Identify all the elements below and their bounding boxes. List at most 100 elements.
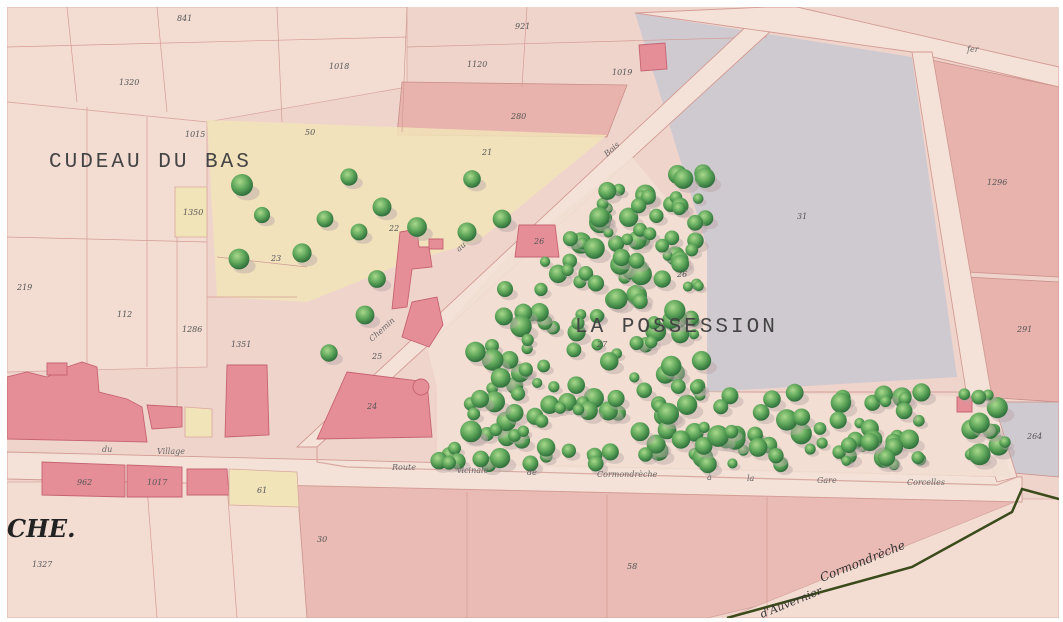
street-la: la: [747, 474, 755, 483]
tree-icon: [578, 401, 598, 421]
street-village: Village: [157, 447, 185, 456]
tree-icon: [532, 377, 543, 389]
tree-icon: [518, 362, 533, 377]
tree-icon: [693, 280, 704, 292]
tree-icon: [530, 302, 549, 322]
parcel-number: 25: [371, 352, 382, 361]
building-row-1[interactable]: [186, 468, 230, 496]
parcel-number: 1320: [119, 78, 139, 87]
tree-icon: [776, 409, 798, 431]
tree-icon: [442, 455, 457, 470]
building-village-3[interactable]: [146, 404, 183, 430]
tree-icon: [958, 388, 971, 401]
tree-icon: [587, 455, 604, 472]
tree-icon: [471, 389, 490, 408]
tree-icon: [763, 390, 781, 408]
tree-icon: [682, 281, 693, 292]
tree-icon: [971, 389, 987, 405]
building-tower[interactable]: [412, 378, 430, 396]
parcel-number: 962: [77, 478, 92, 487]
parcel-number: 24: [366, 402, 377, 411]
tree-icon: [645, 336, 658, 349]
tree-icon: [562, 231, 578, 247]
tree-icon: [253, 206, 271, 224]
tree-icon: [912, 383, 931, 402]
tree-icon: [768, 447, 784, 464]
parcel-number: 1017: [147, 478, 168, 487]
tree-icon: [534, 414, 549, 428]
trees: [228, 164, 1015, 477]
tree-icon: [649, 208, 664, 224]
parcel-lines: [7, 7, 1059, 618]
tree-icon: [785, 383, 804, 402]
building-chemin-c[interactable]: [401, 296, 444, 348]
tree-icon: [472, 450, 490, 468]
tree-icon: [407, 217, 427, 237]
tree-icon: [707, 425, 729, 447]
tree-icon: [673, 168, 694, 189]
tree-icon: [724, 424, 739, 439]
tree-icon: [685, 243, 699, 257]
building-chemin-b[interactable]: [428, 238, 444, 250]
tree-icon: [643, 227, 657, 241]
street-route: Route: [391, 463, 416, 472]
street-cormondreche: Cormondrèche: [597, 470, 658, 479]
parcel-number: 27: [596, 340, 608, 349]
tree-icon: [587, 275, 605, 292]
tree-icon: [860, 432, 879, 452]
yellow-plot-small: [174, 186, 208, 238]
building-village-2[interactable]: [46, 362, 68, 376]
building-1017[interactable]: [126, 464, 183, 498]
tree-icon: [539, 256, 551, 267]
parcel-number: 21: [481, 148, 492, 157]
tree-icon: [671, 325, 690, 344]
parcel-number: 1015: [185, 130, 205, 139]
tree-icon: [484, 338, 499, 353]
commune-boundary: [726, 487, 1059, 618]
tree-icon: [457, 222, 477, 242]
tree-icon: [912, 414, 925, 427]
tree-icon: [640, 189, 656, 205]
building-village-1[interactable]: [7, 361, 148, 443]
buildings: [7, 42, 973, 498]
parcel-number: 1286: [182, 325, 202, 334]
tree-icon: [600, 352, 619, 371]
parcel-lower-right: [726, 498, 1059, 618]
building-1351[interactable]: [224, 364, 270, 438]
tree-icon: [548, 381, 560, 393]
tree-icon: [483, 391, 506, 413]
tree-icon: [572, 403, 585, 416]
tree-icon: [567, 376, 586, 394]
tree-icon: [790, 422, 812, 445]
building-22[interactable]: [316, 371, 433, 440]
tree-icon: [713, 399, 729, 415]
tree-icon: [671, 430, 691, 449]
tree-icon: [492, 209, 512, 229]
tree-icon: [748, 437, 768, 457]
parcel-number: 26: [533, 237, 544, 246]
parcel-number: 219: [16, 283, 32, 292]
tree-icon: [816, 437, 828, 449]
tree-icon: [688, 328, 700, 340]
tree-icon: [561, 443, 577, 458]
tree-icon: [721, 387, 739, 405]
tree-icon: [606, 288, 628, 310]
building-962[interactable]: [41, 461, 126, 498]
tree-icon: [969, 412, 990, 434]
tree-icon: [571, 316, 585, 330]
cadastral-map[interactable]: CUDEAU DU BAS LA POSSESSION CHE. Chemin …: [7, 7, 1059, 618]
street-de: de: [527, 468, 537, 477]
parcel-number: 291: [1016, 325, 1032, 334]
tree-icon: [536, 438, 556, 457]
tree-icon: [355, 305, 375, 325]
parcel-number: 280: [510, 112, 526, 121]
tree-icon: [510, 386, 526, 401]
parcel-number: 112: [117, 310, 132, 319]
tree-icon: [691, 351, 712, 371]
building-26[interactable]: [514, 224, 560, 258]
tree-icon: [489, 447, 511, 469]
tree-icon: [598, 181, 617, 200]
building-top[interactable]: [638, 42, 668, 72]
tree-icon: [657, 420, 677, 440]
